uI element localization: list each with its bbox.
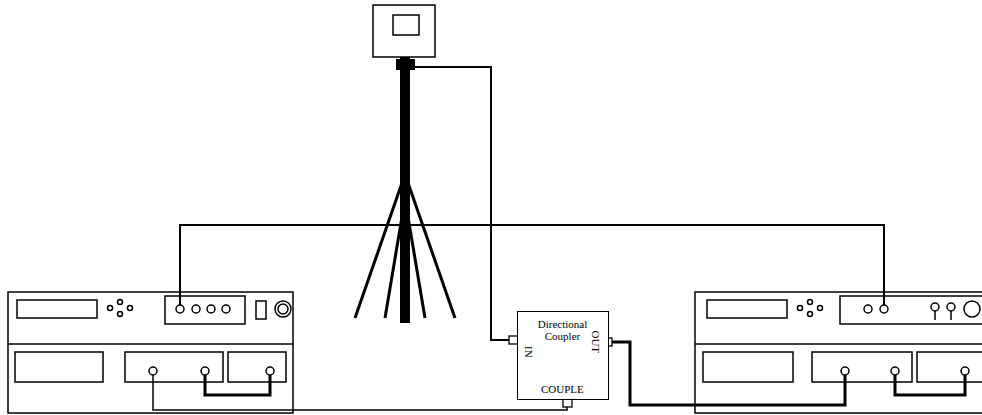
port-stem <box>950 311 952 320</box>
panel-section <box>125 352 223 382</box>
tripod-leg <box>355 180 403 318</box>
antenna-element <box>393 15 419 35</box>
control-panel <box>840 296 982 324</box>
port <box>149 367 157 375</box>
button <box>118 300 123 305</box>
jumper-cable <box>895 375 965 395</box>
tripod-leg <box>406 205 425 318</box>
antenna-cable <box>415 67 510 340</box>
control-panel <box>165 296 245 324</box>
port <box>841 367 849 375</box>
antenna-housing <box>373 5 435 57</box>
panel-divider <box>8 343 293 345</box>
button <box>818 306 823 311</box>
panel-section <box>917 352 982 382</box>
panel-divider <box>695 343 982 345</box>
knob <box>964 301 980 317</box>
mast-clamp <box>396 59 415 70</box>
antenna-mast <box>400 57 410 323</box>
button <box>798 306 803 311</box>
switch <box>256 301 266 319</box>
port-stem <box>934 311 936 320</box>
instrument-case <box>695 292 982 413</box>
port-label: IN <box>522 346 534 358</box>
port <box>176 305 184 313</box>
button <box>128 306 133 311</box>
button <box>192 305 200 313</box>
instrument-display <box>17 300 97 318</box>
port <box>266 367 274 375</box>
button <box>118 312 123 317</box>
coupler-port <box>563 399 572 407</box>
tripod-leg <box>385 205 404 318</box>
button <box>108 306 113 311</box>
button <box>207 305 215 313</box>
button <box>808 312 813 317</box>
instrument-case <box>8 292 293 413</box>
jumper-cable <box>205 375 270 395</box>
button <box>222 305 230 313</box>
panel-section <box>15 352 103 382</box>
button <box>864 305 872 313</box>
port <box>891 367 899 375</box>
panel-section <box>812 352 912 382</box>
instrument-display <box>707 300 787 318</box>
component-label: Directional Coupler <box>532 319 594 342</box>
panel-section <box>703 352 793 382</box>
directional-coupler: Directional CouplerIN OUT COUPLE <box>517 311 609 400</box>
coupled-cable <box>153 375 567 410</box>
port-label: COUPLE <box>541 384 584 396</box>
knob <box>278 304 288 314</box>
port <box>931 303 939 311</box>
rf-cable <box>612 342 845 405</box>
button <box>808 300 813 305</box>
knob <box>275 301 291 317</box>
port <box>961 367 969 375</box>
port-label: OUT <box>589 330 601 353</box>
reference-cable <box>180 225 884 305</box>
panel-section <box>228 352 286 382</box>
port <box>880 305 888 313</box>
port <box>201 367 209 375</box>
port <box>947 303 955 311</box>
tripod-leg <box>407 180 455 318</box>
